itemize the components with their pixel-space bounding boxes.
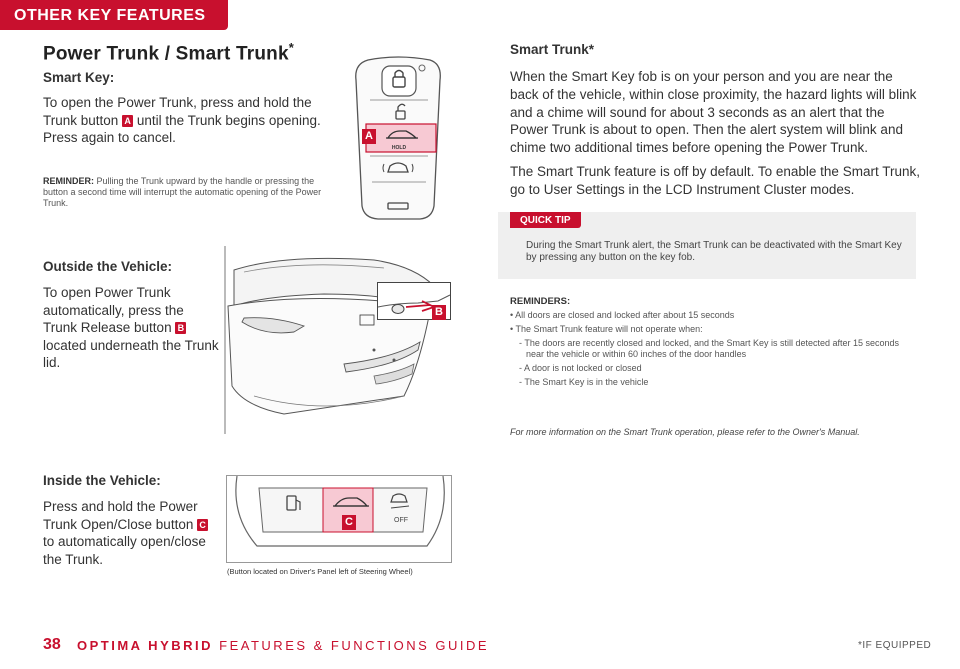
smart-trunk-para1: When the Smart Key fob is on your person…: [510, 69, 917, 156]
more-info-note: For more information on the Smart Trunk …: [510, 427, 860, 437]
reminders-block: REMINDERS: • All doors are closed and lo…: [510, 296, 910, 388]
inside-heading: Inside the Vehicle:: [43, 473, 161, 488]
callout-b: B: [432, 305, 446, 320]
reminder-item: • All doors are closed and locked after …: [510, 310, 735, 320]
page-title: Power Trunk / Smart Trunk*: [43, 40, 294, 65]
quick-tip-text: During the Smart Trunk alert, the Smart …: [526, 240, 902, 263]
outside-heading: Outside the Vehicle:: [43, 259, 173, 274]
footer-guide-title: OPTIMA HYBRID FEATURES & FUNCTIONS GUIDE: [77, 638, 490, 653]
badge-a: A: [122, 114, 134, 127]
badge-b: B: [175, 322, 187, 334]
section-tab: OTHER KEY FEATURES: [0, 0, 228, 30]
hold-label: HOLD: [392, 145, 407, 151]
reminder-subitem: - The Smart Key is in the vehicle: [519, 377, 649, 387]
reminder-subitem: - A door is not locked or closed: [519, 363, 642, 373]
key-fob-illustration: HOLD: [350, 56, 446, 222]
page-number: 38: [43, 636, 61, 653]
dash-panel-illustration: OFF: [226, 475, 452, 563]
inside-text: Press and hold the Power Trunk Open/Clos…: [43, 498, 211, 568]
smart-trunk-heading: Smart Trunk*: [510, 42, 595, 57]
callout-a: A: [362, 129, 376, 144]
reminder-subitem: - The doors are recently closed and lock…: [519, 338, 900, 359]
callout-c: C: [342, 515, 356, 530]
smart-key-reminder: REMINDER: Pulling the Trunk upward by th…: [43, 176, 322, 208]
smart-trunk-para2: The Smart Trunk feature is off by defaul…: [510, 164, 920, 197]
smart-key-heading: Smart Key:: [43, 70, 115, 85]
car-rear-illustration: [224, 246, 454, 434]
off-label: OFF: [394, 517, 408, 524]
panel-caption: (Button located on Driver's Panel left o…: [227, 567, 413, 576]
outside-text: To open Power Trunk automatically, press…: [43, 285, 219, 370]
badge-c: C: [197, 518, 209, 531]
smart-key-text: To open the Power Trunk, press and hold …: [43, 95, 321, 145]
quick-tip-label: QUICK TIP: [510, 212, 581, 228]
reminder-item: • The Smart Trunk feature will not opera…: [510, 324, 703, 334]
reminders-title: REMINDERS:: [510, 296, 571, 307]
if-equipped-note: *IF EQUIPPED: [858, 640, 932, 651]
